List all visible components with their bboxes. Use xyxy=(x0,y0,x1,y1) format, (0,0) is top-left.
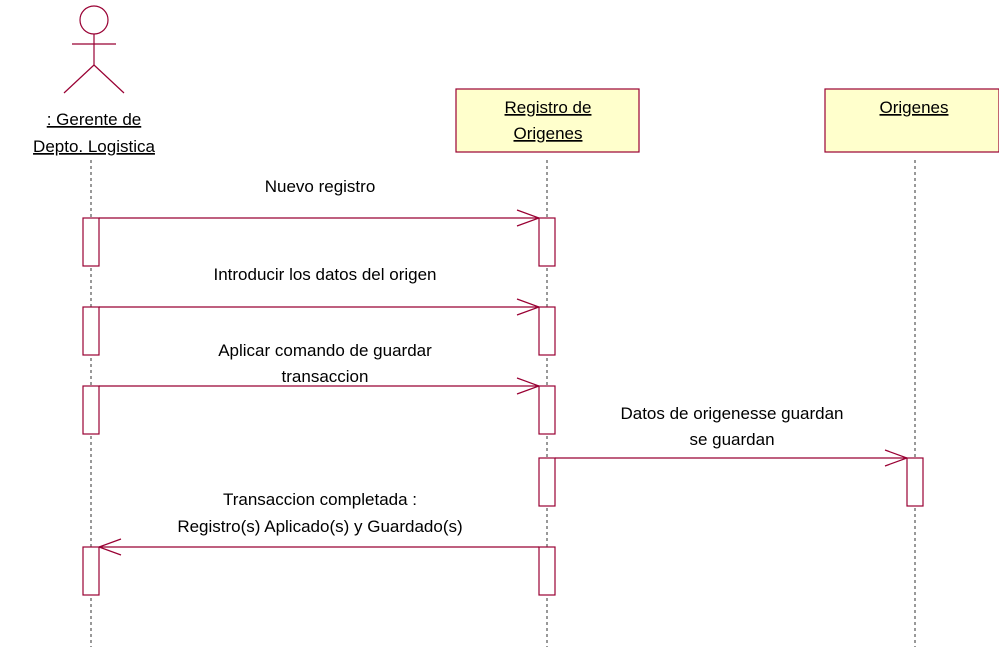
message-label-aplicar-comando-line1: Aplicar comando de guardar xyxy=(218,341,432,360)
activation-actor-1 xyxy=(82,217,100,267)
arrowhead-datos-origenes xyxy=(884,449,909,467)
message-label-introducir-datos: Introducir los datos del origen xyxy=(213,265,436,284)
message-label-transaccion-line1: Transaccion completada : xyxy=(223,490,417,509)
activation-registro-5 xyxy=(538,546,556,596)
activation-actor-3 xyxy=(82,385,100,435)
arrowhead-introducir-datos xyxy=(516,298,541,316)
object-box-registro-de-origenes xyxy=(455,88,640,153)
object-registro-line2: Origenes xyxy=(514,124,583,143)
object-origenes-line1: Origenes xyxy=(880,98,949,117)
stick-figure-icon xyxy=(63,5,125,94)
message-label-datos-origenes-line1: Datos de origenesse guardan xyxy=(620,404,843,423)
activation-registro-3 xyxy=(538,385,556,435)
activation-registro-4 xyxy=(538,457,556,507)
actor-name-line1: : Gerente de xyxy=(47,110,142,129)
activation-actor-4 xyxy=(82,546,100,596)
message-label-nuevo-registro: Nuevo registro xyxy=(265,177,376,196)
message-label-transaccion-line2: Registro(s) Aplicado(s) y Guardado(s) xyxy=(177,517,462,536)
arrowhead-transaccion-completada xyxy=(97,538,122,556)
activation-registro-2 xyxy=(538,306,556,356)
activation-actor-2 xyxy=(82,306,100,356)
activation-bars xyxy=(82,217,924,596)
activation-registro-1 xyxy=(538,217,556,267)
message-label-datos-origenes-line2: se guardan xyxy=(689,430,774,449)
activation-origenes-1 xyxy=(906,457,924,507)
actor-name-line2: Depto. Logistica xyxy=(33,137,155,156)
object-registro-line1: Registro de xyxy=(505,98,592,117)
message-arrows xyxy=(97,209,909,556)
message-label-aplicar-comando-line2: transaccion xyxy=(282,367,369,386)
arrowhead-nuevo-registro xyxy=(516,209,541,227)
object-box-origenes xyxy=(824,88,999,153)
arrowhead-aplicar-comando xyxy=(516,377,541,395)
